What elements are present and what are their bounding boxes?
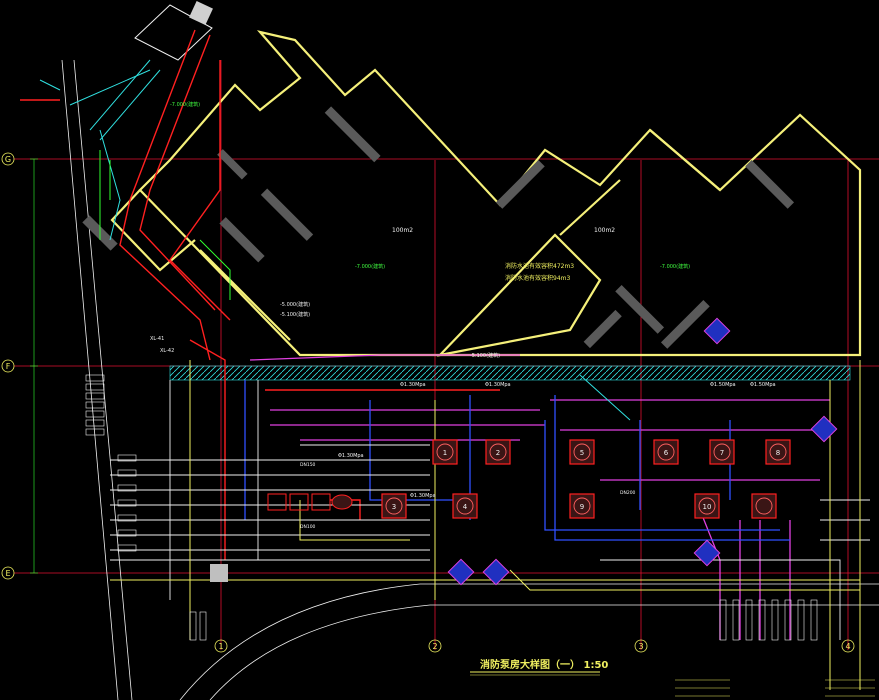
elevation-labels: -7.000(建筑) -7.000(建筑) -7.000(建筑) -5.000(… bbox=[170, 101, 690, 359]
svg-text:-5.100(建筑): -5.100(建筑) bbox=[280, 311, 310, 318]
svg-text:-5.100(建筑): -5.100(建筑) bbox=[470, 352, 500, 359]
grid-row-F: F bbox=[6, 362, 11, 371]
structural-columns bbox=[82, 106, 795, 349]
pump-9: 9 bbox=[569, 493, 595, 519]
svg-text:Φ1.30Mpa: Φ1.30Mpa bbox=[485, 382, 511, 388]
svg-text:Φ1.30Mpa: Φ1.30Mpa bbox=[338, 453, 364, 459]
svg-text:3: 3 bbox=[392, 503, 396, 511]
svg-text:9: 9 bbox=[580, 503, 584, 511]
control-cabinets bbox=[267, 493, 353, 511]
svg-text:2: 2 bbox=[496, 449, 500, 457]
pump-5: 5 bbox=[569, 439, 595, 465]
svg-text:8: 8 bbox=[776, 449, 780, 457]
svg-text:XL-41: XL-41 bbox=[150, 336, 164, 342]
grid-col-4: 4 bbox=[845, 642, 850, 651]
bottom-notes bbox=[675, 679, 875, 697]
svg-text:Φ1.30Mpa: Φ1.30Mpa bbox=[410, 493, 436, 499]
pump-4: 4 bbox=[452, 493, 478, 519]
pump-1: 1 bbox=[432, 439, 458, 465]
svg-text:-7.000(建筑): -7.000(建筑) bbox=[170, 101, 200, 108]
svg-text:Φ1.50Mpa: Φ1.50Mpa bbox=[750, 382, 776, 388]
pipes-cyan bbox=[39, 69, 631, 421]
tank-note-1: 消防水池有效容积472m3 bbox=[505, 262, 574, 270]
dimension-lines bbox=[30, 158, 38, 574]
pipes-green bbox=[99, 150, 231, 300]
fire-pumps: 1 2 3 4 5 6 7 bbox=[381, 439, 791, 519]
grid-col-2: 2 bbox=[432, 642, 437, 651]
room-labels: 100m2 100m2 消防水池有效容积472m3 消防水池有效容积94m3 bbox=[392, 227, 615, 282]
svg-text:-7.000(建筑): -7.000(建筑) bbox=[660, 263, 690, 270]
svg-text:DN100: DN100 bbox=[300, 524, 316, 530]
grid-row-G: G bbox=[5, 155, 11, 164]
valve-stack bbox=[85, 374, 137, 552]
svg-text:DN150: DN150 bbox=[300, 462, 316, 468]
grid-row-markers: G F E bbox=[1, 152, 15, 580]
room-area-left: 100m2 bbox=[392, 227, 413, 234]
pipes-white bbox=[110, 380, 870, 640]
grid-col-3: 3 bbox=[638, 642, 643, 651]
svg-text:1: 1 bbox=[443, 449, 447, 457]
pump-7: 7 bbox=[709, 439, 735, 465]
svg-text:6: 6 bbox=[664, 449, 669, 457]
outlet-stack bbox=[189, 599, 818, 641]
pipe-tags: XL-41 XL-42 DN150 DN100 DN200 bbox=[150, 336, 636, 530]
column-e1 bbox=[210, 564, 228, 582]
drawing-title: 消防泵房大样图（一） 1:50 bbox=[480, 658, 608, 671]
grid-row-E: E bbox=[5, 569, 10, 578]
svg-text:Φ1.30Mpa: Φ1.30Mpa bbox=[400, 382, 426, 388]
pump-10: 10 bbox=[694, 493, 720, 519]
svg-text:-5.000(建筑): -5.000(建筑) bbox=[280, 301, 310, 308]
svg-text:Φ1.50Mpa: Φ1.50Mpa bbox=[710, 382, 736, 388]
pump-6: 6 bbox=[653, 439, 679, 465]
svg-text:XL-42: XL-42 bbox=[160, 348, 174, 354]
pump-3: 3 bbox=[381, 493, 407, 519]
svg-text:-7.000(建筑): -7.000(建筑) bbox=[355, 263, 385, 270]
floor-band bbox=[169, 365, 851, 381]
building-walls bbox=[110, 30, 862, 357]
svg-text:DN200: DN200 bbox=[620, 490, 636, 496]
svg-text:10: 10 bbox=[703, 503, 712, 511]
diamond-markers bbox=[447, 317, 838, 586]
pump-2: 2 bbox=[485, 439, 511, 465]
drawing-title-block: 消防泵房大样图（一） 1:50 bbox=[470, 658, 608, 676]
site-boundary bbox=[61, 59, 879, 700]
tank-note-2: 消防水池有效容积94m3 bbox=[505, 274, 570, 282]
svg-text:7: 7 bbox=[720, 449, 724, 457]
svg-text:4: 4 bbox=[463, 503, 468, 511]
room-area-right: 100m2 bbox=[594, 227, 615, 234]
grid-col-markers: 1 2 3 4 bbox=[214, 639, 855, 653]
pump-8: 8 bbox=[765, 439, 791, 465]
grid-col-1: 1 bbox=[218, 642, 223, 651]
svg-text:5: 5 bbox=[580, 449, 584, 457]
pressure-labels: Φ1.30Mpa Φ1.30Mpa Φ1.30Mpa Φ1.30Mpa Φ1.5… bbox=[338, 382, 776, 499]
pipes-red bbox=[20, 29, 500, 560]
pipes-yellow bbox=[110, 360, 861, 690]
entry-stair bbox=[89, 1, 213, 141]
pump-11 bbox=[751, 493, 777, 519]
